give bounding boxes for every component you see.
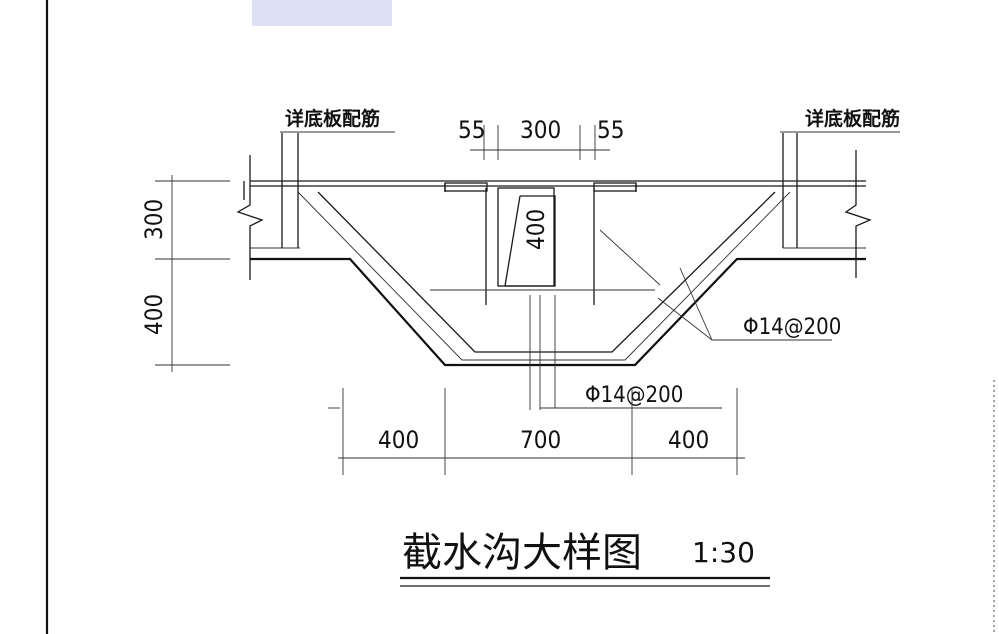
dim-top-left: 55 (458, 116, 485, 144)
wall-rebars (243, 133, 798, 248)
dim-bottom-mid: 700 (520, 426, 561, 454)
slope-rebar-leader (657, 267, 832, 341)
bottom-rebar-label: Φ14@200 (585, 383, 683, 408)
left-note: 详底板配筋 (285, 107, 380, 130)
top-dimension (470, 125, 610, 160)
trench-outer (250, 257, 866, 367)
dim-left-upper: 300 (140, 199, 168, 240)
drawing-title: 截水沟大样图 (402, 530, 642, 576)
trench-rebars (430, 229, 661, 410)
dim-bottom-right: 400 (668, 426, 709, 454)
trench-inner (317, 191, 776, 353)
bottom-dimension (328, 388, 745, 475)
dim-top-right: 55 (597, 116, 624, 144)
right-note: 详底板配筋 (805, 107, 900, 130)
top-color-patch (252, 0, 392, 26)
dim-left-lower: 400 (140, 294, 168, 335)
dim-bottom-left: 400 (378, 426, 419, 454)
drawing-scale: 1:30 (692, 536, 755, 569)
channel-box (444, 182, 637, 305)
slope-rebar-label: Φ14@200 (743, 315, 841, 340)
left-dimension (155, 175, 230, 372)
dim-inner-depth: 400 (522, 209, 550, 250)
dim-top-mid: 300 (520, 116, 561, 144)
break-line-left (236, 155, 264, 280)
trench-inner2 (297, 191, 791, 361)
break-line-right (844, 150, 872, 278)
